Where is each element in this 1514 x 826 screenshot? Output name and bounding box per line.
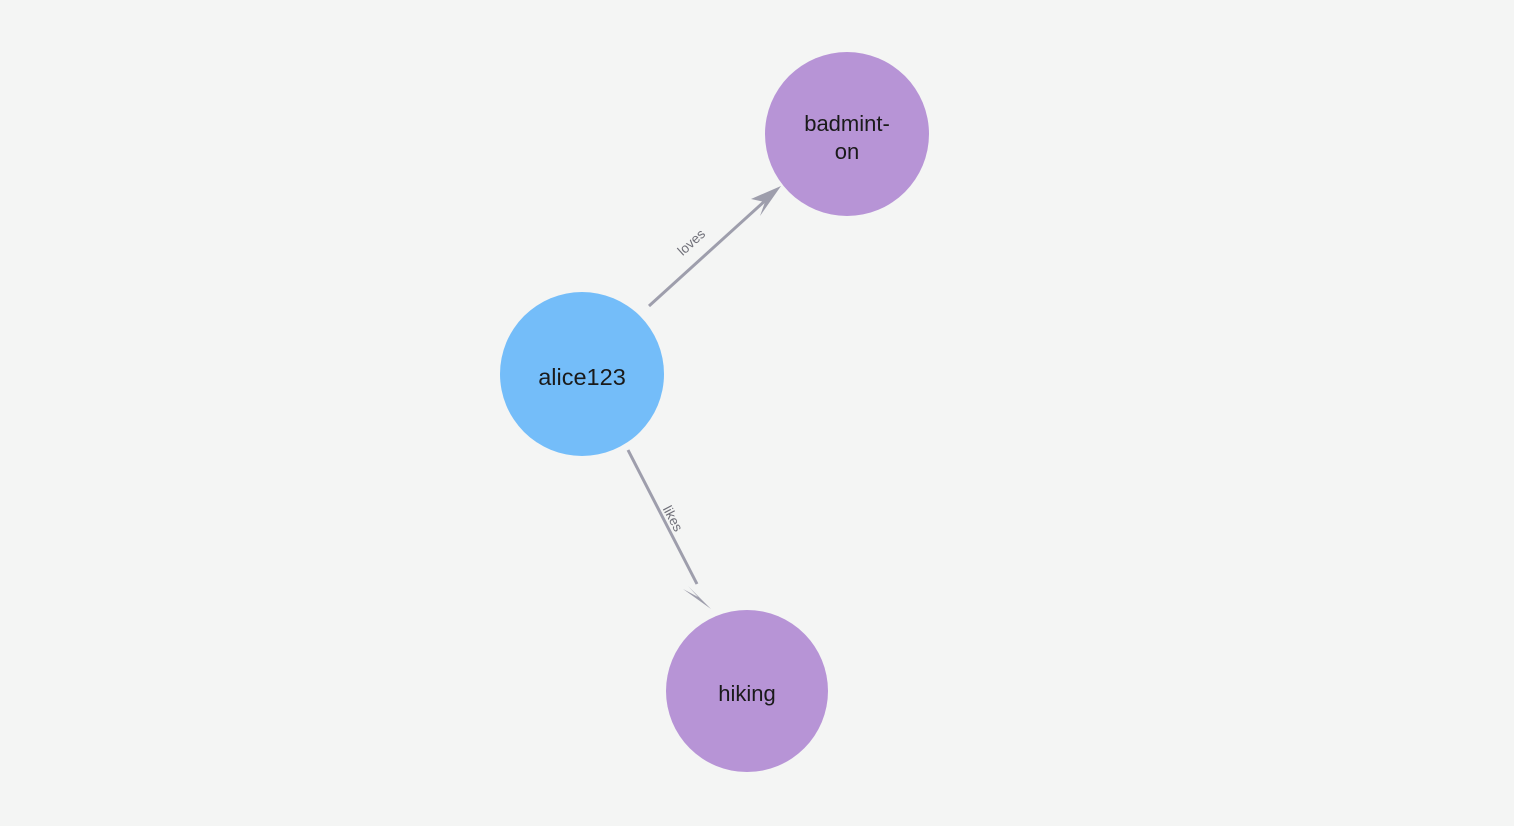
node-hiking[interactable]: hiking	[666, 610, 828, 772]
edge-alice123-loves-badminton[interactable]: loves	[647, 186, 781, 308]
node-label-hiking: hiking	[718, 681, 775, 706]
edge-arrowhead	[751, 186, 781, 216]
node-alice123[interactable]: alice123	[500, 292, 664, 456]
edge-label-loves: loves	[675, 226, 709, 258]
node-label-alice123: alice123	[538, 364, 626, 390]
node-label-badminton-line2: on	[835, 139, 859, 164]
node-badminton[interactable]: badmint- on	[765, 52, 929, 216]
nodes-layer: badmint- on alice123 hiking	[500, 52, 929, 772]
node-circle-alice123[interactable]	[500, 292, 664, 456]
edge-arrowhead	[683, 586, 711, 609]
edge-line[interactable]	[647, 197, 769, 308]
node-label-badminton-line1: badmint-	[804, 111, 890, 136]
node-circle-hiking[interactable]	[666, 610, 828, 772]
edge-line[interactable]	[626, 449, 699, 585]
edge-alice123-likes-hiking[interactable]: likes	[626, 449, 711, 609]
node-circle-badminton[interactable]	[765, 52, 929, 216]
